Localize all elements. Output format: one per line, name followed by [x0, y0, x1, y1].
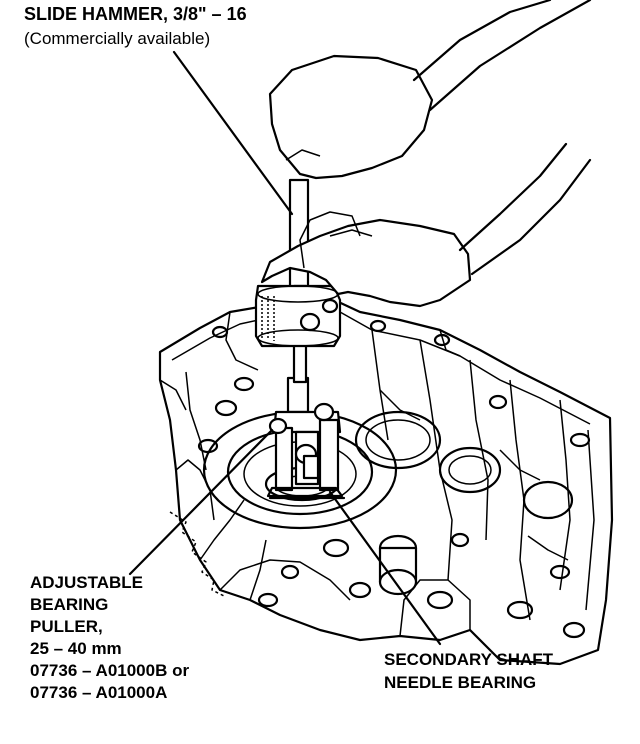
label-line: 07736 – A01000A	[30, 683, 168, 702]
label-line: BEARING	[30, 595, 109, 614]
adjustable-puller-label: ADJUSTABLE BEARING PULLER, 25 – 40 mm 07…	[30, 573, 189, 705]
label-line: PULLER,	[30, 617, 103, 636]
leader-lines	[128, 50, 442, 646]
secondary-bearing-label: SECONDARY SHAFT NEEDLE BEARING	[384, 650, 553, 696]
label-line: NEEDLE BEARING	[384, 673, 537, 692]
bearing-puller	[266, 376, 346, 500]
label-line: 07736 – A01000B or	[30, 661, 190, 680]
slide-hammer-title: SLIDE HAMMER, 3/8" – 16	[24, 4, 247, 24]
slide-hammer-subtitle: (Commercially available)	[24, 29, 211, 48]
transmission-housing	[158, 296, 614, 666]
label-line: 25 – 40 mm	[30, 639, 122, 658]
label-line: ADJUSTABLE	[30, 573, 144, 592]
hand	[260, 0, 592, 308]
label-line: SECONDARY SHAFT	[384, 650, 554, 669]
